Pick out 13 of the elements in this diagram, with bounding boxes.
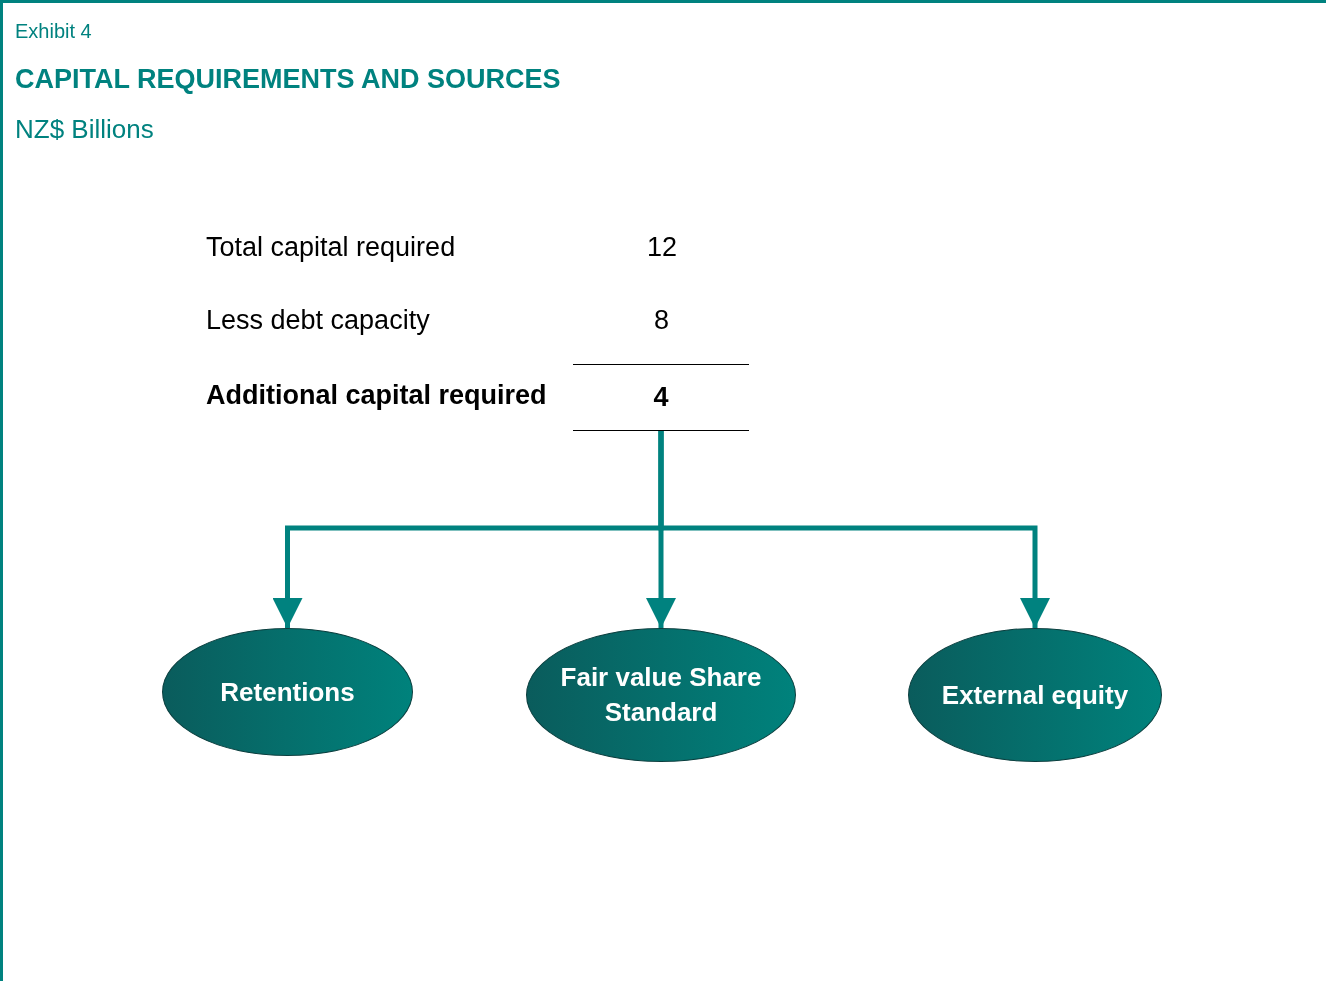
arrow (658, 431, 1050, 628)
exhibit-label: Exhibit 4 (15, 20, 92, 43)
row-label: Less debt capacity (206, 305, 430, 336)
row-value: 12 (647, 232, 678, 263)
total-row-label: Additional capital required (206, 380, 547, 411)
units-label: NZ$ Billions (15, 114, 154, 145)
row-label: Total capital required (206, 232, 456, 263)
source-ellipse: Fair value Share Standard (526, 628, 796, 762)
diagram-title: CAPITAL REQUIREMENTS AND SOURCES (15, 64, 561, 95)
source-ellipse: External equity (908, 628, 1162, 762)
row-value: 8 (654, 305, 670, 336)
source-ellipse: Retentions (162, 628, 413, 756)
total-value-cell: 4 (573, 364, 749, 431)
